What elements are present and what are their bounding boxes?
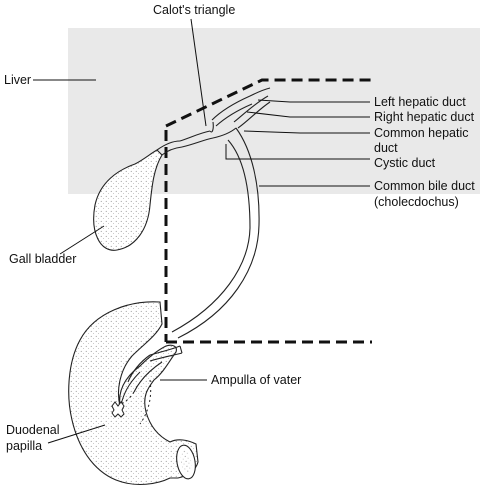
- label-common-bile-duct-2: (cholecdochus): [374, 195, 459, 209]
- label-cystic-duct: Cystic duct: [374, 156, 436, 170]
- label-common-bile-duct-1: Common bile duct: [374, 179, 475, 193]
- label-calots-triangle: Calot's triangle: [153, 3, 235, 17]
- label-duodenal-papilla-1: Duodenal: [6, 423, 60, 437]
- label-right-hepatic-duct: Right hepatic duct: [374, 110, 475, 124]
- label-duodenal-papilla-2: papilla: [6, 439, 42, 453]
- label-ampulla-of-vater: Ampulla of vater: [211, 373, 301, 387]
- label-liver: Liver: [4, 73, 31, 87]
- label-common-hepatic-duct-2: duct: [374, 141, 398, 155]
- cystic-duct: [179, 130, 214, 148]
- hepatic-ducts: [209, 87, 271, 133]
- ampulla-of-vater: [119, 354, 163, 405]
- dashed-boundary: [164, 78, 372, 344]
- label-common-hepatic-duct-1: Common hepatic: [374, 126, 469, 140]
- gall-bladder: [93, 140, 183, 251]
- labels: Calot's triangle Liver Left hepatic duct…: [4, 3, 475, 453]
- common-bile-duct: [171, 127, 260, 339]
- duodenal-papilla: [111, 401, 125, 418]
- label-gall-bladder: Gall bladder: [9, 252, 76, 266]
- pancreatic-duct: [149, 345, 183, 362]
- leader-lines: [33, 18, 370, 444]
- label-left-hepatic-duct: Left hepatic duct: [374, 95, 466, 109]
